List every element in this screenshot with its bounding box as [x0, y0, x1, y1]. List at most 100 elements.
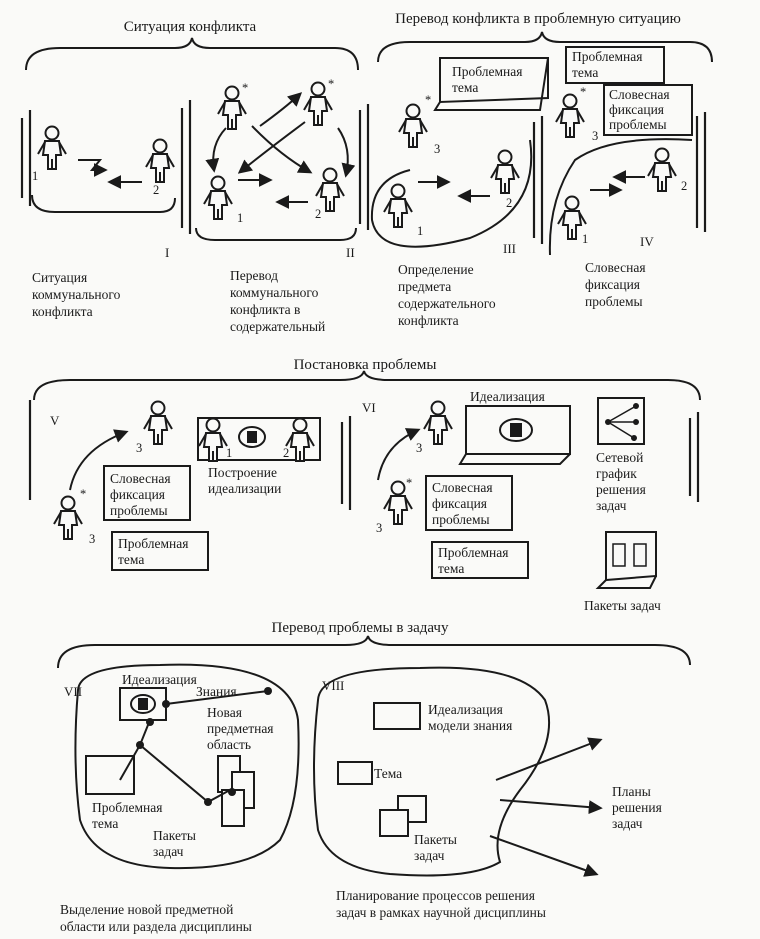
graph-edges [607, 405, 637, 439]
box-verbal-fixation [603, 84, 693, 136]
person-number: 3 [416, 441, 422, 455]
person-number: 3 [89, 532, 95, 546]
new-subject-label: Новая предметная область [207, 705, 277, 752]
panel-iii: Проблемная тема * 3 1 2 III Определение … [370, 57, 549, 328]
caption-panel-ii: Перевод коммунального конфликта в содерж… [230, 268, 325, 334]
box-problem-topic-label: Проблемная тема [572, 49, 646, 80]
section-title-problem-setting: Постановка проблемы [294, 357, 437, 373]
star-mark: * [328, 77, 334, 91]
panel-vi: VI 3 * 3 Идеализация Словесная фиксация … [362, 389, 700, 613]
idealization-label: Идеализация [470, 389, 545, 404]
arrow-side [205, 127, 227, 173]
person-1 [203, 175, 233, 220]
person-number: 3 [136, 441, 142, 455]
box-problem-topic-label: Проблемная тема [438, 545, 512, 576]
node [228, 788, 236, 796]
tasks-packages-label: Пакеты задач [414, 832, 460, 863]
idealization-core [138, 698, 148, 710]
arrow-top [259, 92, 303, 127]
ideal-models-box [373, 702, 421, 730]
person-star [53, 495, 83, 540]
box-problem-topic [565, 46, 665, 84]
brace-i [31, 194, 176, 213]
arrow-zigzag [78, 159, 108, 177]
box-shadow [595, 575, 657, 589]
arrow-cross [251, 125, 313, 174]
panel-number-viii: VIII [322, 678, 344, 693]
panel-number-i: I [165, 245, 169, 260]
topic-box [337, 761, 373, 785]
task-card [633, 543, 647, 567]
tasks-packages-label: Пакеты задач [584, 598, 661, 613]
person-number: 3 [376, 521, 382, 535]
person-number: 3 [434, 142, 440, 156]
box-verbal-fixation-label: Словесная фиксация проблемы [432, 480, 496, 527]
node [204, 798, 212, 806]
caption-panel-iii: Определение предмета содержательного кон… [398, 262, 499, 328]
star-mark: * [406, 476, 412, 490]
panel-number-iii: III [503, 241, 516, 256]
box-shadow [458, 453, 571, 465]
person-2 [145, 138, 175, 183]
box-verbal-fixation-label: Словесная фиксация проблемы [609, 87, 673, 132]
arrow-plan [499, 799, 603, 815]
caption-panel-i: Ситуация коммунального конфликта [32, 270, 124, 319]
panel-number-ii: II [346, 245, 355, 260]
discipline-outline [313, 666, 551, 877]
arrow-up [377, 428, 421, 481]
caption-panel-v: Построение идеализации [208, 465, 281, 496]
star-mark: * [242, 81, 248, 95]
idealization-core [510, 423, 522, 437]
person-3 [143, 400, 173, 445]
link-knowledge [165, 690, 269, 705]
brace-problem-to-task [57, 635, 691, 669]
panel-number-vi: VI [362, 400, 376, 415]
person-1 [383, 183, 413, 228]
subject-area-outline [74, 663, 300, 870]
box-problem-topic [111, 531, 209, 571]
panel-v: V 3 * 3 Словесная фиксация проблемы Проб… [28, 400, 352, 571]
person-number: 2 [315, 207, 321, 221]
arrow-up [69, 429, 129, 491]
caption-panel-iv: Словесная фиксация проблемы [585, 260, 649, 309]
section-title-transfer: Перевод конфликта в проблемную ситуацию [395, 11, 681, 27]
subject-oval [370, 139, 533, 248]
arrow-cross [237, 121, 306, 174]
tasks-packages-label: Пакеты задач [153, 828, 199, 859]
idealization-core [247, 431, 257, 443]
box-problem-topic [439, 57, 549, 104]
task-card [379, 809, 409, 837]
section-title-conflict: Ситуация конфликта [124, 19, 257, 35]
brace-conflict [25, 37, 359, 71]
problem-topic-label: Проблемная тема [92, 800, 166, 831]
person-number: 1 [237, 211, 243, 225]
box-verbal-fixation [425, 475, 513, 531]
person-number: 1 [32, 169, 38, 183]
arrow-plan [489, 835, 599, 877]
panel-i: 1 2 I Ситуация коммунального конфликта [20, 100, 192, 319]
node [264, 687, 272, 695]
person-number: 2 [506, 196, 512, 210]
arrow-side [337, 127, 356, 178]
person-1 [37, 125, 67, 170]
section-title-problem-to-task: Перевод проблемы в задачу [272, 620, 449, 636]
panel-vii: VII Идеализация Знания Новая предметная … [60, 663, 300, 934]
box-problem-topic-label: Проблемная тема [118, 536, 192, 567]
star-mark: * [580, 85, 586, 99]
caption-panel-vii: Выделение новой предметной области или р… [60, 902, 252, 934]
person-star [555, 93, 585, 138]
ideal-models-label: Идеализация модели знания [428, 702, 512, 733]
brace-problem-setting [33, 370, 701, 401]
arrow-plan [495, 737, 603, 781]
brace-transfer [377, 31, 713, 63]
caption-panel-viii: Планирование процессов решения задач в р… [336, 888, 546, 920]
box-verbal-fixation-label: Словесная фиксация проблемы [110, 471, 174, 518]
node [146, 718, 154, 726]
node [162, 700, 170, 708]
idealization-label: Идеализация [122, 672, 197, 687]
person-number: 1 [417, 224, 423, 238]
box-problem-topic [431, 541, 529, 579]
person-number: 2 [153, 183, 159, 197]
star-mark: * [80, 487, 86, 501]
